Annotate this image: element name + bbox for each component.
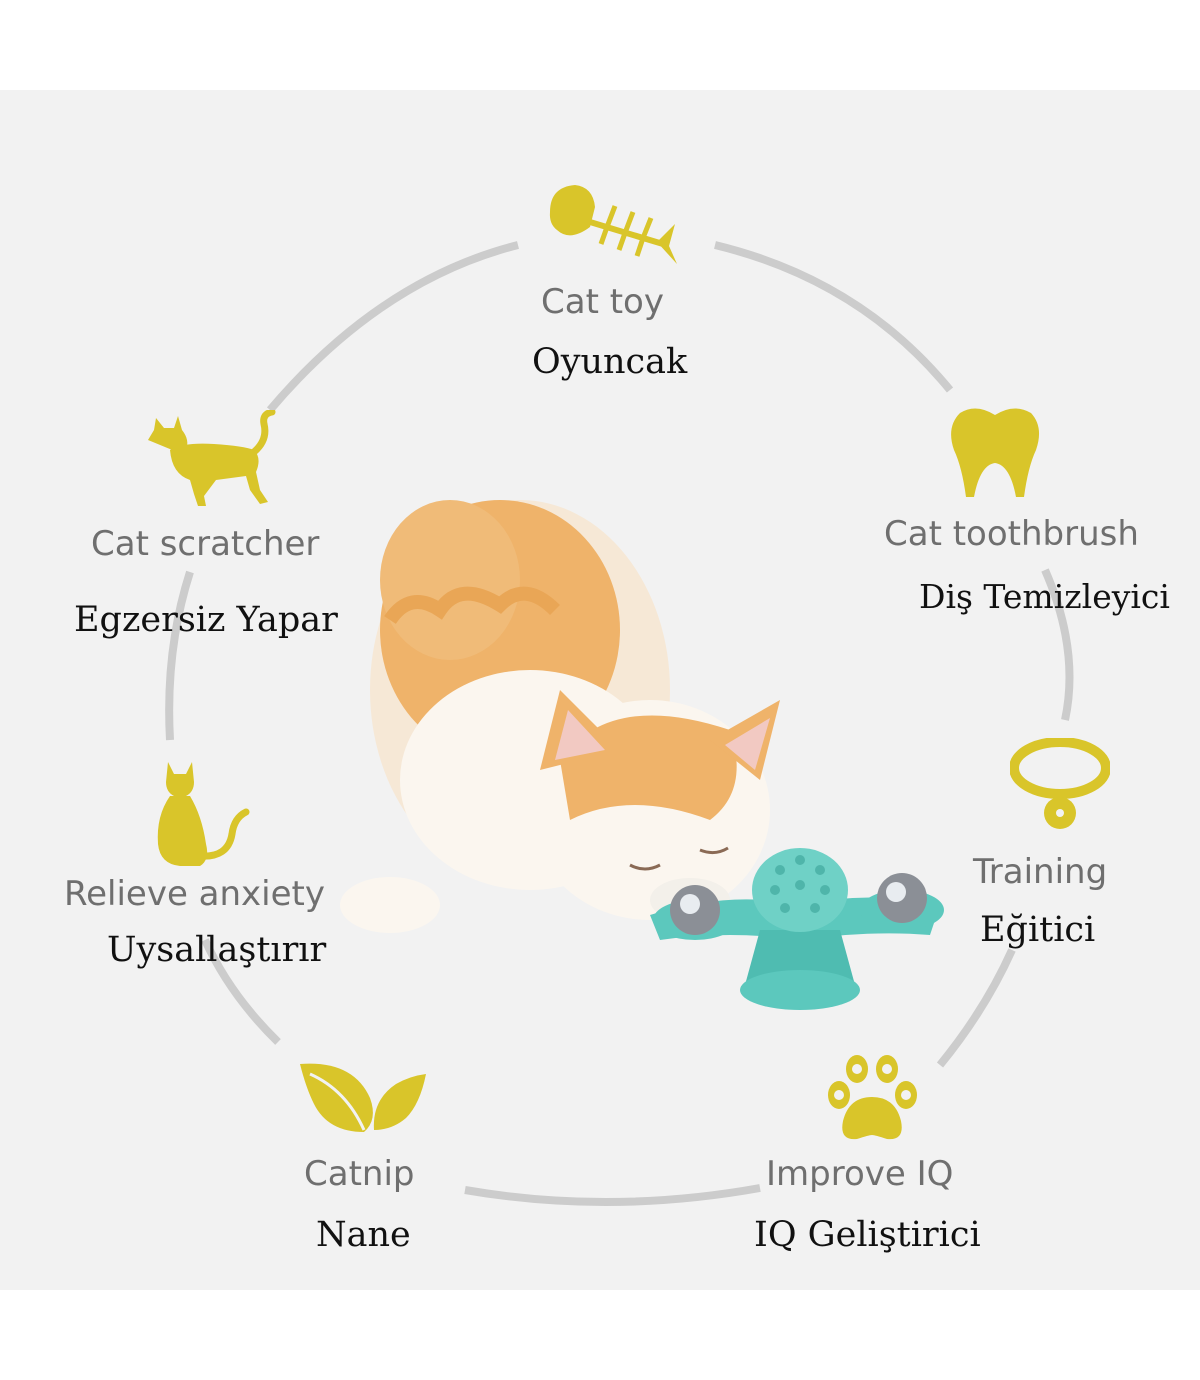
feature-turkish-label: Eğitici [980, 910, 1096, 950]
feature-turkish-label: Oyuncak [532, 342, 688, 382]
feature-turkish-label: Uysallaştırır [107, 930, 327, 970]
ring-arc [464, 1184, 761, 1206]
feature-turkish-label: IQ Geliştirici [754, 1215, 981, 1255]
ring-arc [165, 570, 194, 741]
feature-turkish-label: Nane [316, 1215, 411, 1255]
feature-english-label: Cat toothbrush [884, 514, 1139, 554]
tooth-icon [951, 408, 1040, 497]
feature-english-label: Catnip [304, 1154, 415, 1194]
feature-turkish-label: Diş Temizleyici [919, 577, 1170, 616]
leaves-icon [300, 1063, 426, 1132]
feature-english-label: Cat scratcher [91, 524, 320, 564]
ring-arc [266, 241, 519, 413]
sitting-cat-icon [157, 762, 250, 866]
ring-arc [936, 948, 1016, 1068]
walking-cat-icon [148, 410, 276, 506]
ring-arc [1041, 568, 1074, 721]
ring-arc [201, 938, 281, 1045]
kitten-with-windmill-toy-image [340, 500, 944, 1010]
ring-arc [714, 241, 954, 393]
feature-turkish-label: Egzersiz Yapar [74, 600, 338, 640]
windmill-toy [650, 848, 944, 1010]
feature-english-label: Training [973, 852, 1108, 892]
feature-ring [165, 241, 1074, 1206]
collar-icon [1010, 738, 1110, 829]
feature-english-label: Cat toy [541, 282, 664, 322]
infographic-panel: Cat toy Oyuncak Cat toothbrush Diş Temiz… [0, 90, 1200, 1290]
fish-bone-icon [549, 185, 677, 264]
paw-print-icon [828, 1055, 917, 1140]
feature-english-label: Improve IQ [766, 1154, 954, 1194]
feature-english-label: Relieve anxiety [64, 874, 325, 914]
